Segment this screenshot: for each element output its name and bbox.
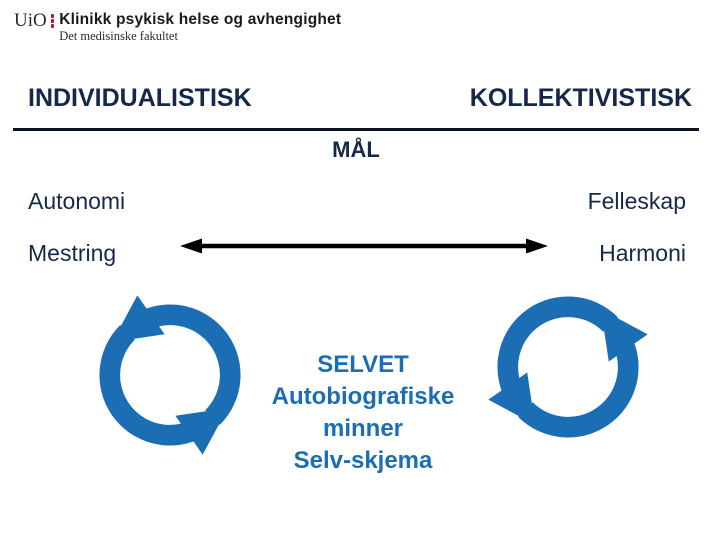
label-mestring: Mestring xyxy=(28,240,117,266)
header-row: INDIVIDUALISTISK KOLLEKTIVISTISK xyxy=(28,84,692,113)
label-felleskap: Felleskap xyxy=(587,188,686,214)
selvet-text-block: SELVET Autobiografiske minner Selv-skjem… xyxy=(238,349,488,477)
double-headed-arrow-icon xyxy=(180,238,548,254)
row-mestring-harmoni: Mestring Harmoni xyxy=(28,240,686,267)
label-harmoni: Harmoni xyxy=(599,240,686,266)
selvet-line-4: Selv-skjema xyxy=(293,447,433,474)
row-autonomi-felleskap: Autonomi Felleskap xyxy=(28,188,686,215)
uio-logo: UiO Klinikk psykisk helse og avhengighet… xyxy=(14,10,342,44)
logo-unit-name: Klinikk psykisk helse og avhengighet xyxy=(59,11,342,28)
uio-logo-dots-icon xyxy=(50,14,55,28)
cycle-arrows-icon-left xyxy=(99,295,241,455)
logo-faculty-name: Det medisinske fakultet xyxy=(59,29,178,43)
header-individualistisk: INDIVIDUALISTISK xyxy=(28,84,252,112)
selvet-line-3: minner xyxy=(322,415,403,442)
goal-label: MÅL xyxy=(332,137,380,162)
selvet-line-1: SELVET xyxy=(317,351,409,378)
uio-logo-text: UiO xyxy=(14,10,47,31)
label-autonomi: Autonomi xyxy=(28,188,126,214)
selvet-line-2: Autobiografiske xyxy=(271,383,455,410)
divider-line xyxy=(13,128,699,131)
header-kollektivistisk: KOLLEKTIVISTISK xyxy=(469,84,692,112)
cycle-arrows-icon-right xyxy=(488,296,648,438)
